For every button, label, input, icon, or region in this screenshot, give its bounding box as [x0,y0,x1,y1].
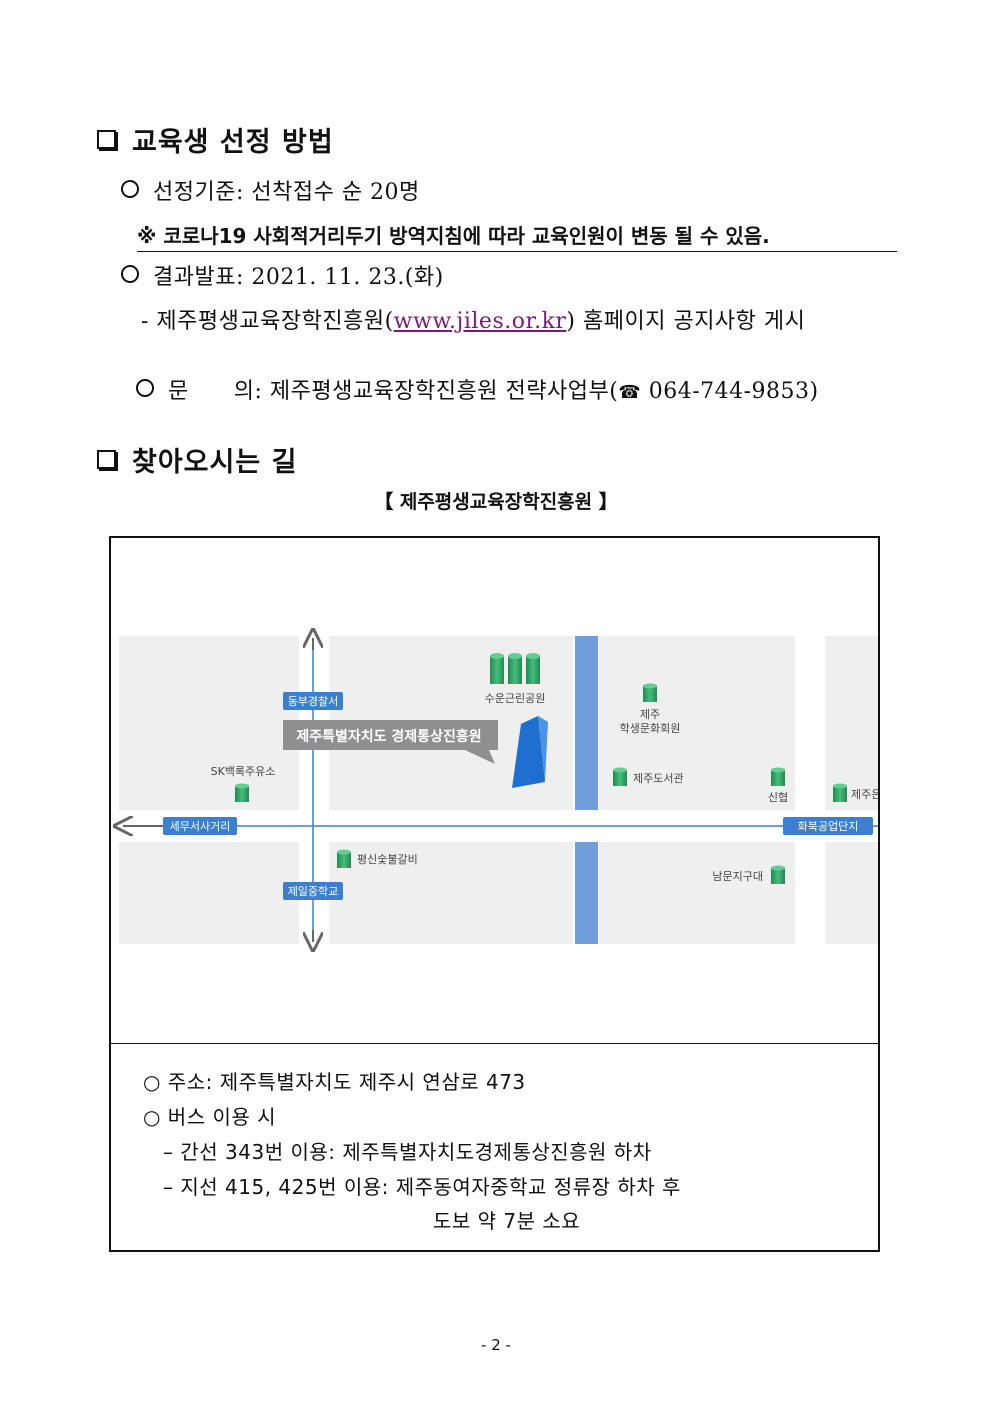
map-caption: 【 제주평생교육장학진흥원 】 [374,491,618,513]
police-box-marker-icon [771,865,785,884]
label-jeju-right: 제주은 [851,788,878,801]
info-bus-line2: – 지선 415, 425번 이용: 제주동여자중학교 정류장 하차 후 [163,1175,681,1199]
badge-hwabuk [783,817,873,835]
label-student-hall: 제주 [640,708,660,721]
selection-criteria: 선정기준: 선착접수 순 20명 [121,174,420,206]
badge-east-police [283,692,343,710]
label-tax-office: 세무서사거리 [170,820,231,833]
landmark-marker-icon [643,683,657,702]
map-frame [109,536,880,1252]
badge-jeil-school [283,882,343,900]
checkbox-square-icon [97,450,116,469]
label-student-hall-2: 학생문화회원 [620,722,681,735]
location-map[interactable]: 수운근린공원 제주 학생문화회원 동부경찰서 제주특별자치도 경제통상진흥원 S… [111,538,878,1042]
label-main-building: 제주특별자치도 경제통상진흥원 [296,728,481,745]
circle-bullet-icon [121,180,139,198]
label-east-police: 동부경찰서 [288,695,339,708]
checkbox-square-icon [97,130,116,149]
info-bus-line1: – 간선 343번 이용: 제주특별자치도경제통상진흥원 하차 [163,1140,652,1164]
label-jeju-library: 제주도서관 [633,772,684,785]
gas-station-marker-icon [235,783,249,802]
stream-lower [575,842,598,944]
circle-bullet-icon [121,265,139,283]
page-number: - 2 - [481,1336,511,1354]
info-address: ○ 주소: 제주특별자치도 제주시 연삼로 473 [143,1070,526,1094]
telephone-icon: ☎ [618,382,642,403]
restaurant-marker-icon [337,849,351,868]
bank-marker-icon-right [833,783,847,802]
label-sk-gas: SK백록주유소 [211,765,276,778]
circle-bullet-icon [136,379,154,397]
label-nammun: 남문지구대 [712,870,763,883]
label-jeil-school: 제일중학교 [288,884,339,898]
label-hwabuk: 화북공업단지 [798,820,859,833]
city-blocks [119,636,878,944]
section-title-directions: 찾아오시는 길 [97,440,297,479]
building-marker-icon [512,716,548,788]
label-shinhyup: 신협 [768,791,788,804]
covid-notice: ※ 코로나19 사회적거리두기 방역지침에 따라 교육인원이 변동 될 수 있음… [137,220,897,252]
homepage-link[interactable]: www.jiles.or.kr [393,309,567,334]
inquiry-line: 문 의: 제주평생교육장학진흥원 전략사업부(☎ 064-744-9853) [121,348,819,405]
bank-marker-icon [771,767,785,786]
label-sueun-park: 수운근린공원 [485,692,546,705]
label-pyeongsin: 평신숯불갈비 [357,852,418,866]
park-marker-icon [490,653,540,684]
library-marker-icon [613,767,627,786]
main-building-callout [283,720,498,764]
info-bus-title: ○ 버스 이용 시 [143,1105,277,1129]
section-title-selection: 교육생 선정 방법 [97,120,334,159]
frame-divider [109,1043,880,1044]
info-bus-line3: 도보 약 7분 소요 [433,1209,581,1233]
stream-upper [575,636,598,810]
badge-tax-office [163,817,237,835]
homepage-posting: - 제주평생교육장학진흥원(www.jiles.or.kr) 홈페이지 공지사항… [141,309,806,334]
result-announcement: 결과발표: 2021. 11. 23.(화) [121,259,444,291]
